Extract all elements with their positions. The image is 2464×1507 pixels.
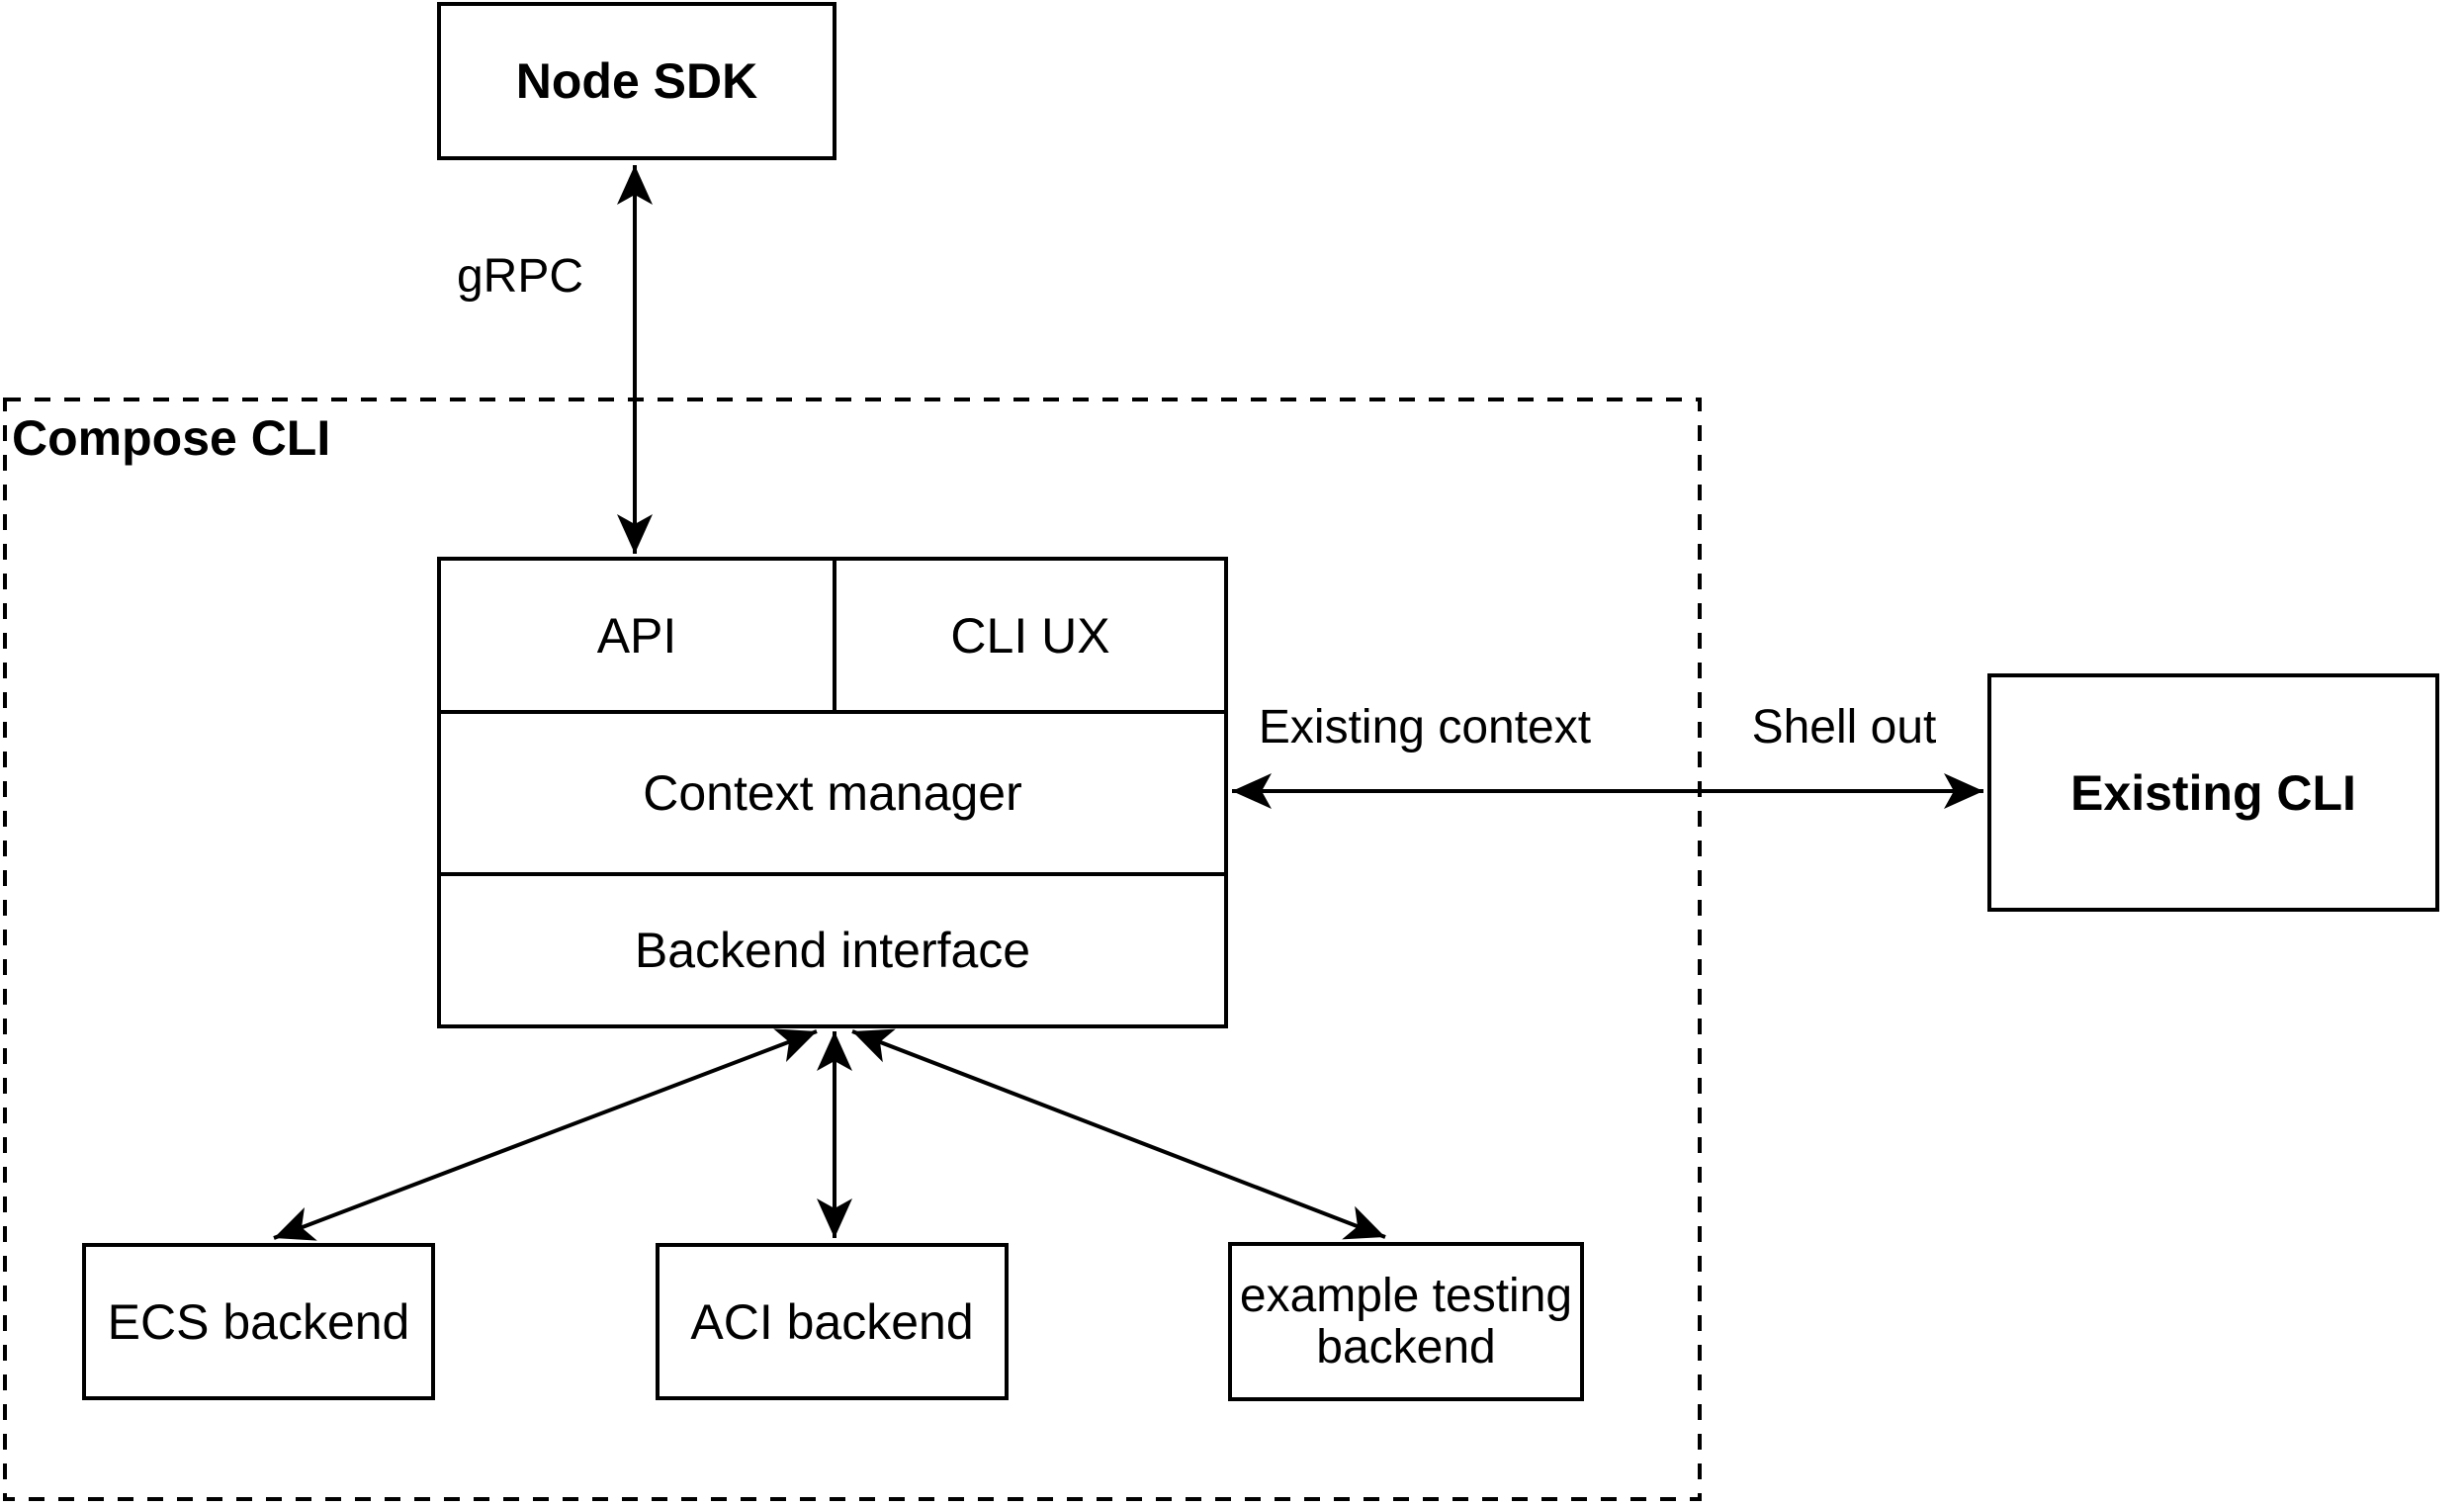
node-sdk-label: Node SDK [515, 53, 758, 109]
existing-context-label: Existing context [1258, 701, 1592, 754]
existing-cli-label: Existing CLI [2070, 764, 2356, 821]
api-label: API [596, 607, 677, 664]
grpc-label: gRPC [456, 250, 583, 303]
existing-cli-box: Existing CLI [1987, 673, 2439, 912]
ecs-backend-arrow [273, 1028, 818, 1241]
cli-ux-cell: CLI UX [836, 561, 1224, 710]
compose-cli-group-label: Compose CLI [12, 410, 331, 466]
node-sdk-box: Node SDK [437, 2, 836, 160]
compose-cli-stack-box: API CLI UX Context manager Backend inter… [437, 557, 1228, 1028]
backend-interface-cell: Backend interface [441, 876, 1224, 1024]
stack-top-row: API CLI UX [441, 561, 1224, 714]
api-cell: API [441, 561, 836, 710]
shell-out-label: Shell out [1751, 701, 1937, 754]
context-manager-cell: Context manager [441, 714, 1224, 876]
context-manager-label: Context manager [643, 765, 1022, 821]
cli-ux-label: CLI UX [950, 607, 1110, 664]
ecs-backend-box: ECS backend [82, 1243, 435, 1400]
backend-interface-label: Backend interface [634, 923, 1031, 978]
example-backend-arrow [851, 1028, 1386, 1240]
example-testing-backend-box: example testing backend [1228, 1242, 1584, 1401]
aci-backend-box: ACI backend [656, 1243, 1009, 1400]
aci-backend-label: ACI backend [690, 1293, 974, 1350]
ecs-backend-label: ECS backend [107, 1293, 410, 1350]
example-testing-backend-label: example testing backend [1239, 1269, 1573, 1374]
